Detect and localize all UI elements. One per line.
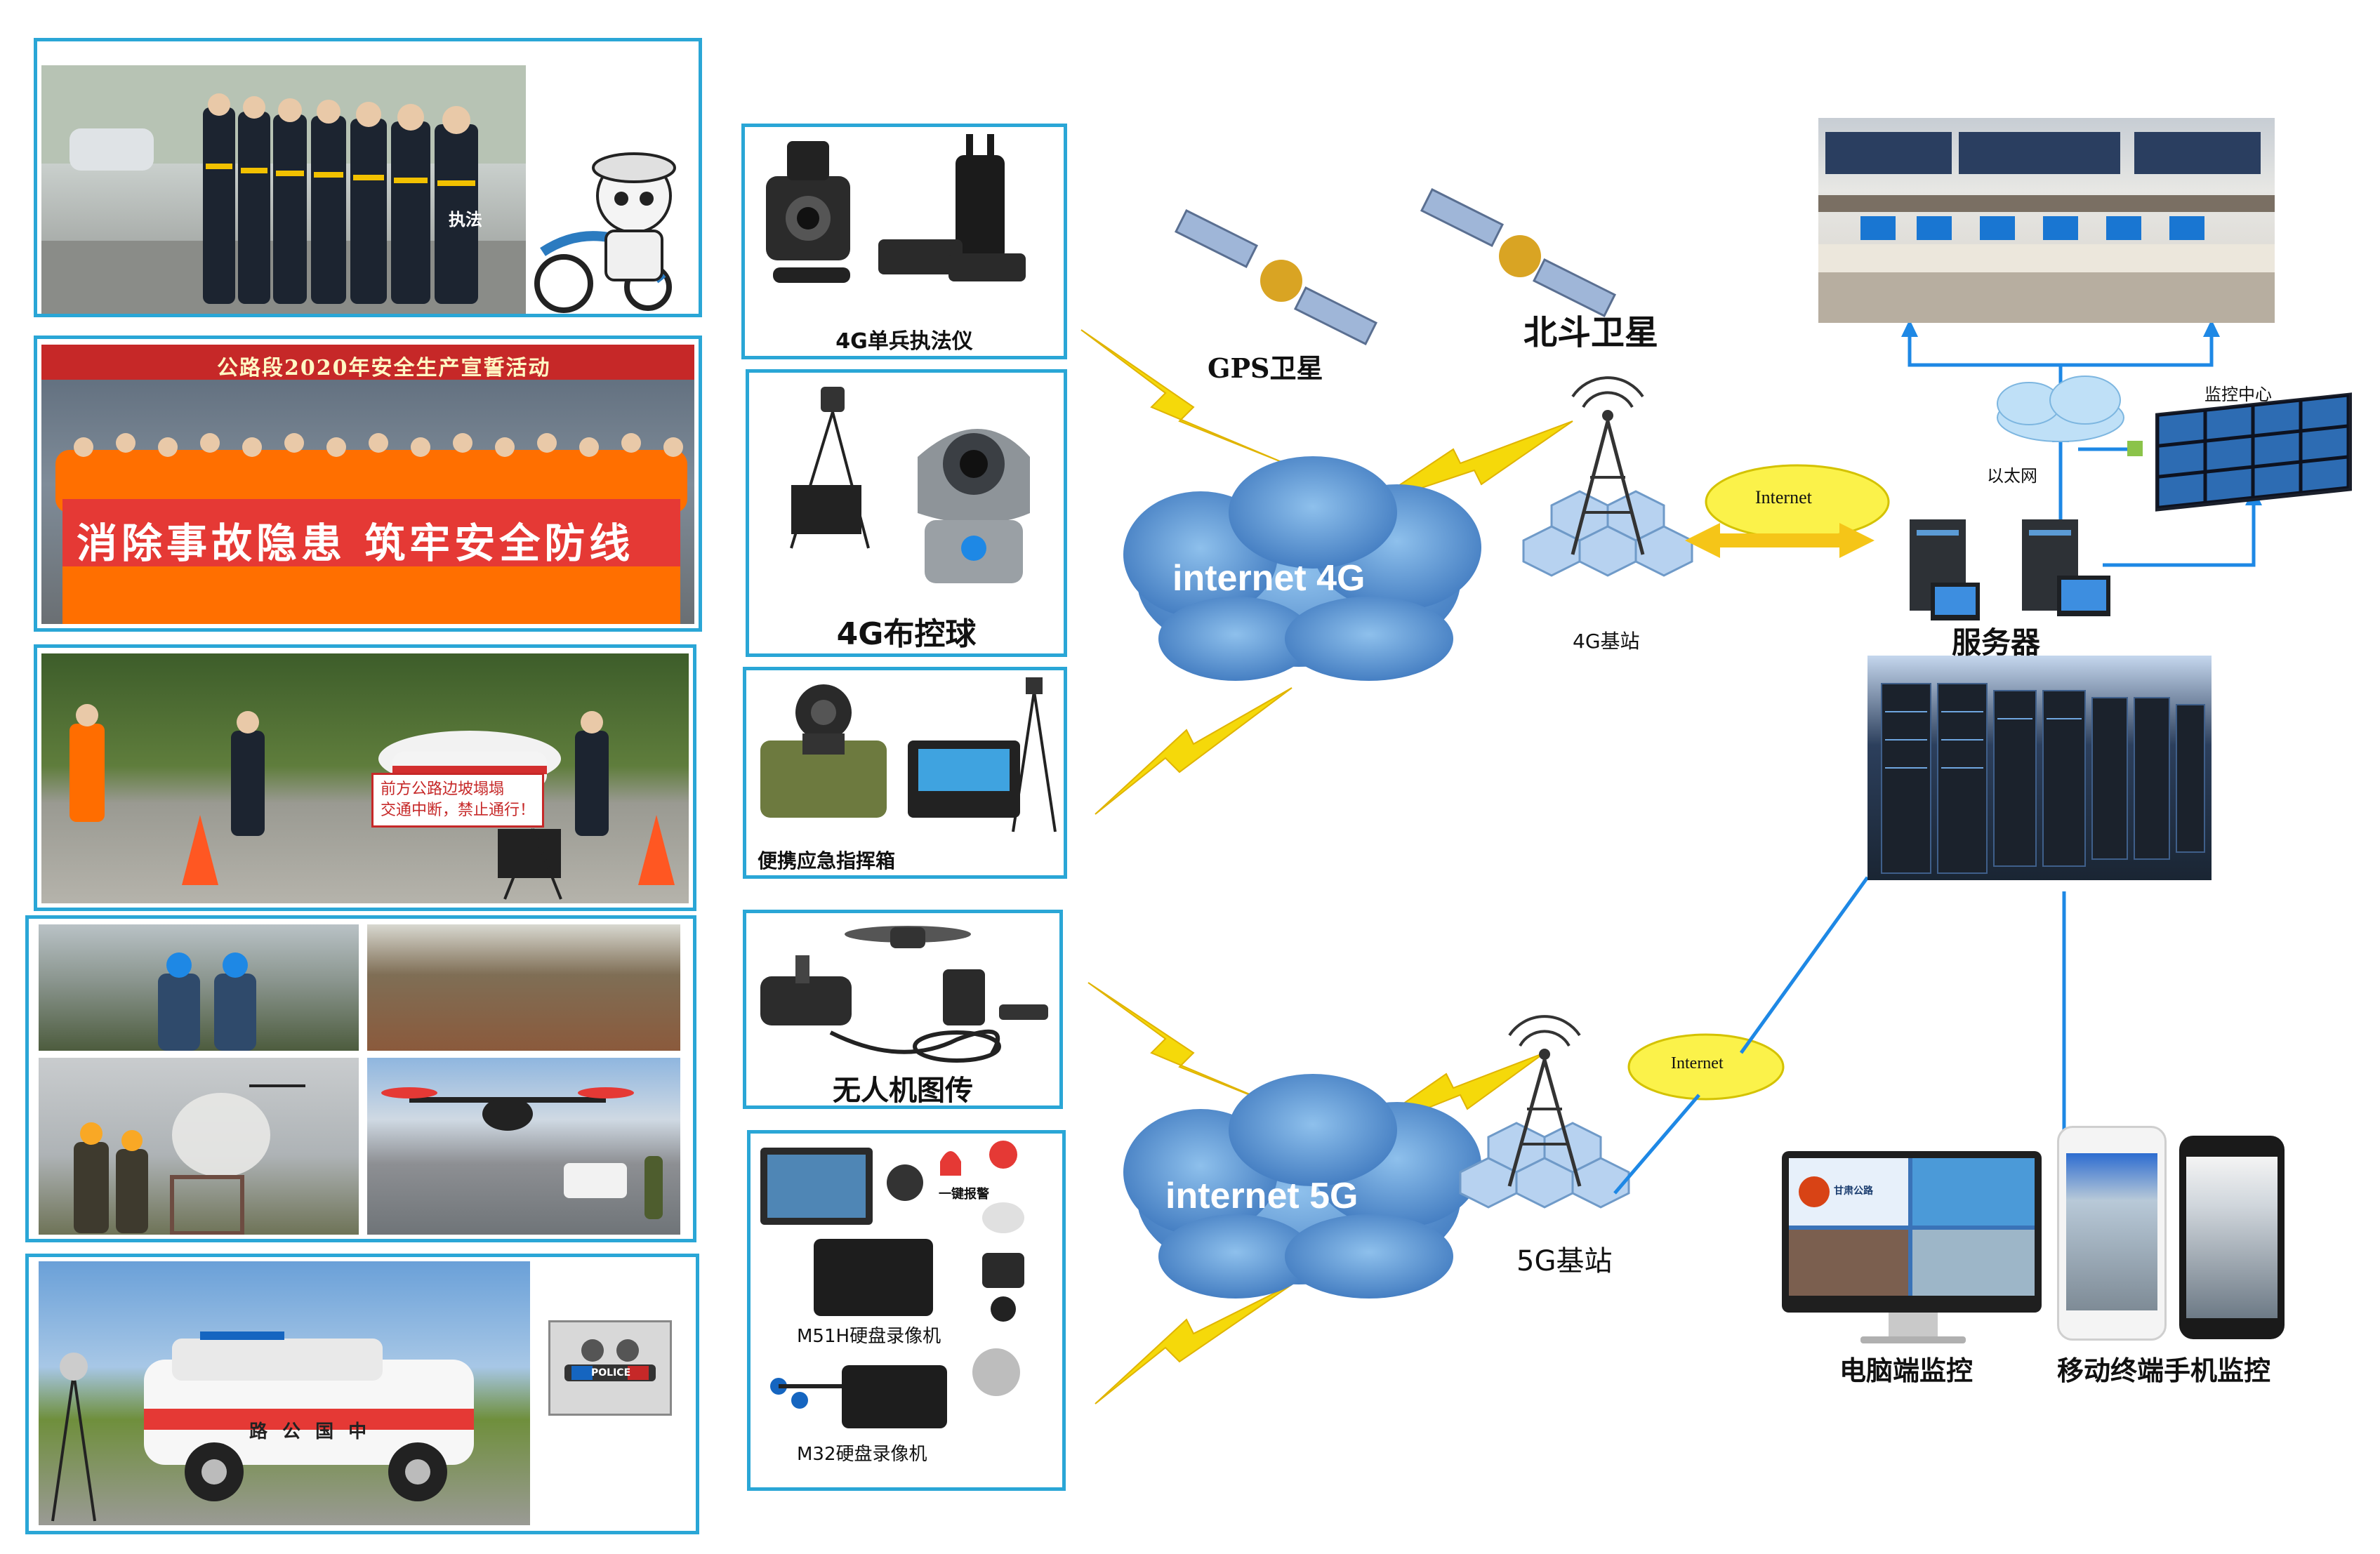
drone-scene <box>381 1087 663 1219</box>
alarm-label: 一键报警 <box>939 1187 989 1202</box>
enforcement-recorder-icon <box>766 134 1026 283</box>
cloud-5g-label: internet 5G <box>1165 1176 1358 1216</box>
base-5g-label: 5G基站 <box>1516 1245 1613 1277</box>
phone-black-icon <box>2179 1136 2285 1339</box>
vest-text: 执法 <box>449 210 482 230</box>
photo-frame-pledge: 公路段2020年安全生产宣誓活动 消除事故隐患 筑牢安全防线 <box>34 336 702 632</box>
photo-frame-vehicle: 路 公 国 中 POLICE <box>25 1254 699 1534</box>
beidou-satellite-label: 北斗卫星 <box>1523 313 1659 352</box>
link-line <box>1908 330 2214 367</box>
recorder-caption: 4G单兵执法仪 <box>835 329 973 354</box>
data-center-photo <box>1867 656 2212 880</box>
monitor-room-photo <box>1818 118 2275 323</box>
cartoon-officer-icon <box>534 152 676 313</box>
mobile-monitor-label: 移动终端手机监控 <box>2057 1355 2271 1386</box>
server-icon <box>1910 519 1980 620</box>
cloud-4g-label: internet 4G <box>1172 558 1366 599</box>
ethernet-cloud-icon <box>1997 376 2124 442</box>
officers-photo: 执法 <box>41 65 526 314</box>
pledge-header-banner <box>41 345 694 380</box>
vehicle-door-text: 路 公 国 中 <box>249 1421 371 1442</box>
lightning-icon <box>1368 420 1573 506</box>
device-frame-dome: 4G布控球 <box>746 369 1067 657</box>
drone-caption: 无人机图传 <box>833 1075 973 1107</box>
collage-workers-photo <box>39 924 359 1051</box>
vehicle-photo: 路 公 国 中 <box>39 1261 530 1525</box>
vehicle-scene <box>51 1331 474 1522</box>
monitor-room-scene <box>1818 132 2275 323</box>
m32-caption: M32硬盘录像机 <box>797 1444 927 1465</box>
box-caption: 便携应急指挥箱 <box>758 849 896 872</box>
pledge-slogan: 消除事故隐患 筑牢安全防线 <box>77 519 635 567</box>
roadblock-sign-line-2: 交通中断，禁止通行！ <box>381 802 536 819</box>
video-wall-grid <box>2157 394 2349 508</box>
vehicle-police-text: POLICE <box>591 1367 631 1379</box>
beidou-satellite-icon <box>1420 187 1617 318</box>
collage-drone-photo <box>367 1058 680 1235</box>
photo-frame-roadblock: 前方公路边坡塌塌 交通中断，禁止通行！ <box>34 644 696 911</box>
photo-frame-collage <box>25 915 696 1242</box>
phone-white-screen <box>2066 1153 2157 1310</box>
vehicle-lightbar-inset: POLICE <box>548 1320 672 1416</box>
device-frame-box: 便携应急指挥箱 <box>743 667 1067 879</box>
internet-bottom-label: Internet <box>1671 1054 1724 1072</box>
pc-screen-brand: 甘肃公路 <box>1834 1186 1873 1197</box>
pc-screen-content <box>1789 1158 2035 1296</box>
collage-firefighters-photo <box>39 1058 359 1235</box>
phone-black-screen <box>2186 1157 2277 1318</box>
pc-monitor-icon: 甘肃公路 <box>1782 1151 2042 1313</box>
officers-illustration <box>41 65 526 314</box>
cloud-5g-icon <box>1123 1074 1481 1299</box>
pledge-crowd <box>55 433 687 624</box>
video-wall-icon <box>2155 392 2352 512</box>
pc-monitor-label: 电脑端监控 <box>1839 1355 1974 1386</box>
switch-icon <box>2127 441 2143 456</box>
gps-satellite-label: GPS卫星 <box>1208 352 1323 384</box>
dome-caption: 4G布控球 <box>836 616 977 652</box>
deploy-dome-icon <box>790 387 1030 583</box>
cloud-4g-icon <box>1123 456 1481 681</box>
lightning-icon <box>1095 687 1293 815</box>
link-line <box>1613 1094 1700 1195</box>
phone-white-icon <box>2057 1126 2167 1341</box>
roadblock-photo: 前方公路边坡塌塌 交通中断，禁止通行！ <box>41 653 689 903</box>
monitor-center-label: 监控中心 <box>2204 385 2272 404</box>
collage-landslide-photo <box>367 924 680 1051</box>
photo-frame-officers: 执法 <box>34 38 702 317</box>
ethernet-label: 以太网 <box>1987 466 2037 486</box>
firefighters-scene <box>74 1084 305 1235</box>
m51h-caption: M51H硬盘录像机 <box>797 1326 941 1347</box>
link-line <box>2103 498 2256 567</box>
link-line <box>1739 876 1870 1054</box>
roadblock-sign-line-1: 前方公路边坡塌塌 <box>381 781 505 798</box>
base-station-5g-icon <box>1459 1015 1630 1209</box>
pc-screen: 甘肃公路 <box>1789 1158 2035 1296</box>
server-racks <box>1881 683 2205 874</box>
device-frame-dvr: 一键报警 M51H硬盘录像机 M32硬盘录像机 <box>747 1130 1066 1491</box>
pledge-photo: 公路段2020年安全生产宣誓活动 消除事故隐患 筑牢安全防线 <box>41 345 694 624</box>
lightning-icon <box>1095 1284 1293 1404</box>
emergency-box-icon <box>760 677 1057 832</box>
internet-top-label: Internet <box>1755 487 1812 507</box>
roadblock-sign: 前方公路边坡塌塌 交通中断，禁止通行！ <box>371 773 545 828</box>
bidirectional-arrow <box>1685 523 1875 558</box>
base-station-4g-icon <box>1522 376 1693 577</box>
device-frame-drone: 无人机图传 <box>743 910 1063 1109</box>
lightbar-icon <box>564 1339 656 1381</box>
pc-base <box>1860 1336 1966 1343</box>
dvr-devices-icon <box>760 1141 1024 1428</box>
workers-scene <box>158 952 256 1051</box>
device-frame-recorder: 4G单兵执法仪 <box>741 124 1067 359</box>
server-label: 服务器 <box>1952 625 2041 660</box>
gps-satellite-icon <box>1174 208 1378 346</box>
server-icon <box>2022 519 2110 616</box>
base-4g-label: 4G基站 <box>1573 630 1640 653</box>
drone-transmission-icon <box>760 926 1048 1063</box>
pledge-header-text: 公路段2020年安全生产宣誓活动 <box>217 356 551 380</box>
pc-stand <box>1889 1313 1938 1338</box>
